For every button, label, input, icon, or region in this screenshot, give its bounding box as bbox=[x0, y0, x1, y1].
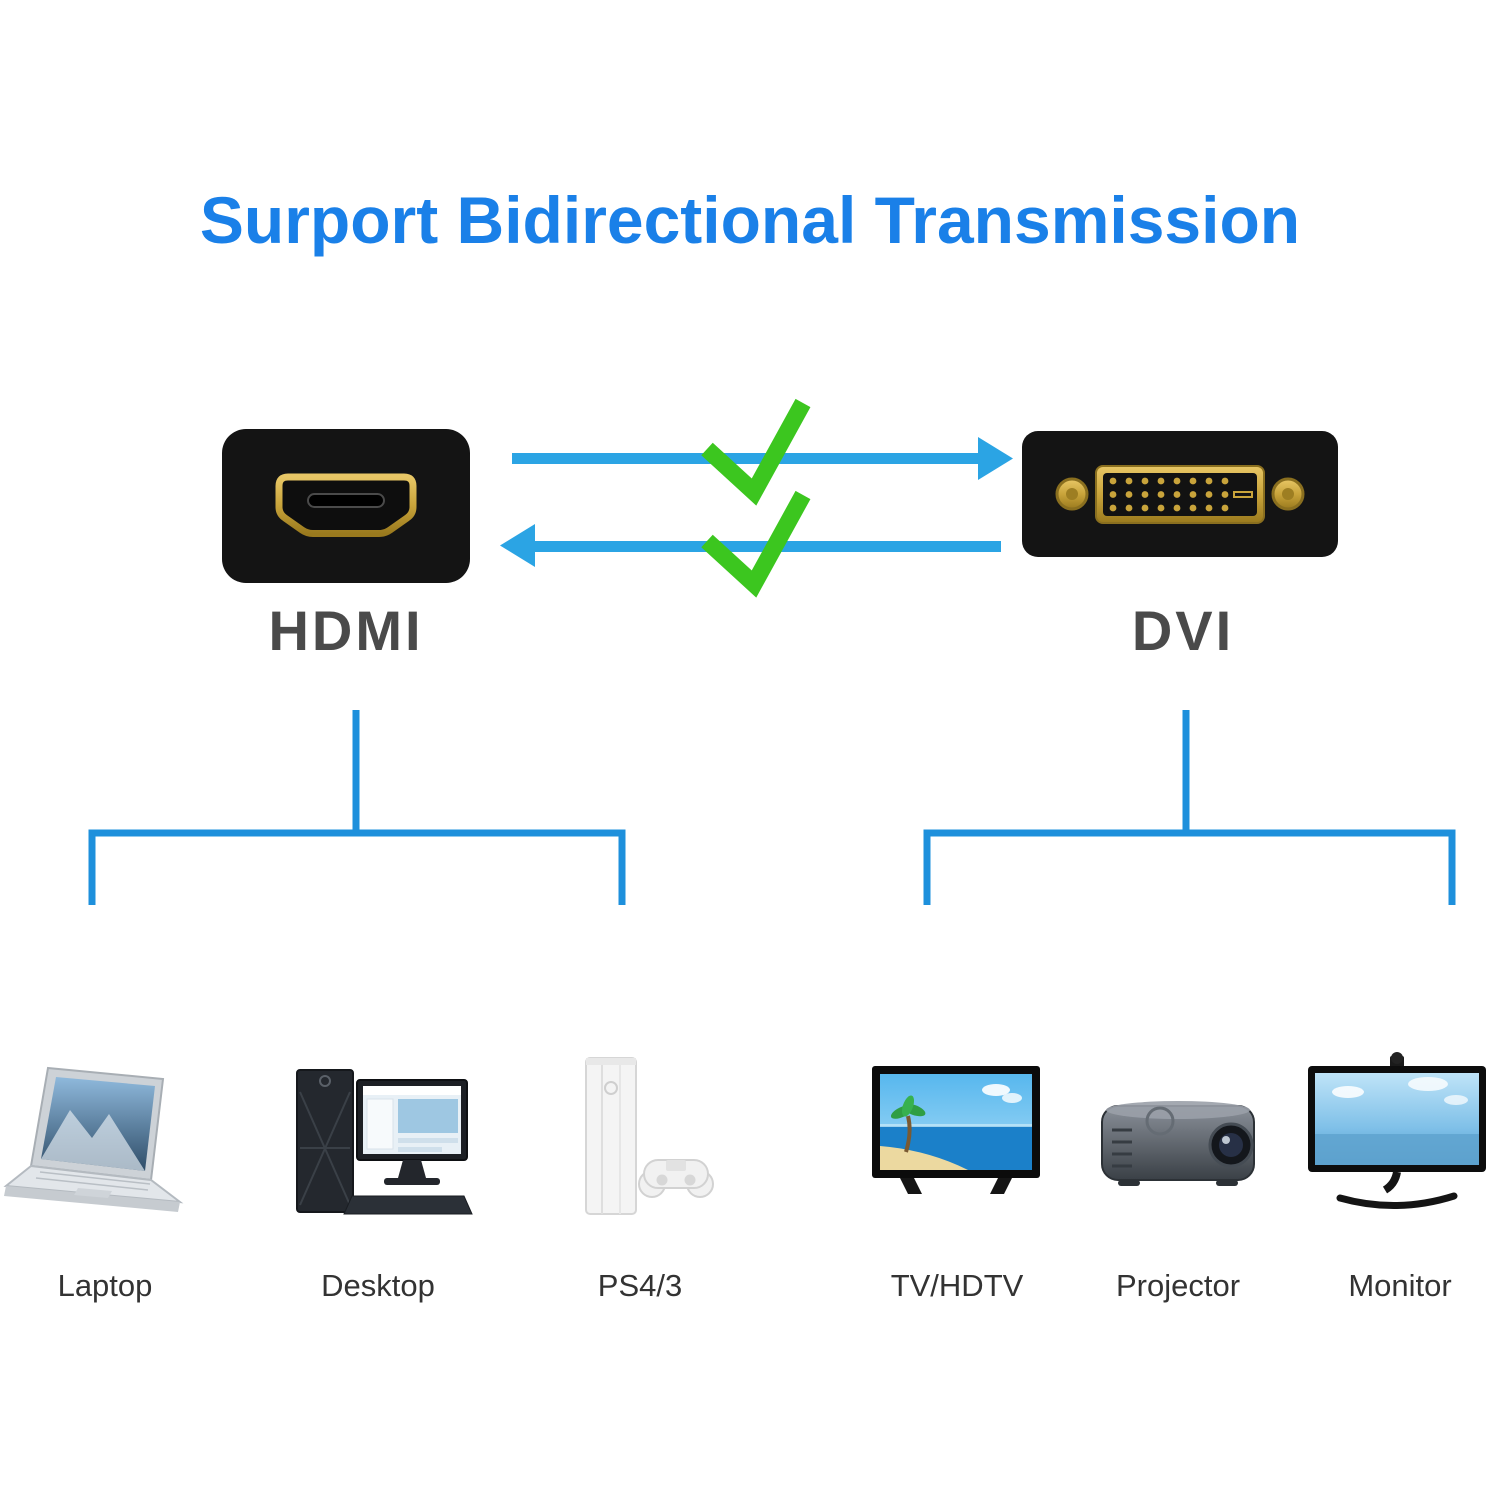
laptop-icon bbox=[3, 1066, 184, 1212]
projector-icon bbox=[1101, 1101, 1255, 1186]
page-title: Surport Bidirectional Transmission bbox=[199, 183, 1301, 257]
dvi-devices-bracket bbox=[923, 710, 1456, 905]
tv-icon bbox=[872, 1066, 1040, 1194]
game-console-icon bbox=[585, 1057, 714, 1215]
projector-label: Projector bbox=[1115, 1268, 1241, 1303]
arrow-left-icon bbox=[500, 524, 1001, 567]
hdmi-connector-icon bbox=[222, 429, 470, 583]
hdmi-devices-bracket bbox=[88, 710, 626, 905]
dvi-label: DVI bbox=[1131, 599, 1235, 662]
tv-label: TV/HDTV bbox=[890, 1268, 1024, 1303]
checkmark-icon bbox=[701, 490, 811, 598]
desktop-icon bbox=[296, 1069, 473, 1215]
monitor-label: Monitor bbox=[1348, 1268, 1452, 1303]
desktop-label: Desktop bbox=[321, 1268, 435, 1303]
monitor-icon bbox=[1308, 1052, 1486, 1210]
hdmi-label: HDMI bbox=[268, 599, 424, 662]
ps4-label: PS4/3 bbox=[597, 1268, 683, 1303]
dvi-connector-icon bbox=[1022, 431, 1338, 557]
laptop-label: Laptop bbox=[57, 1268, 153, 1303]
arrow-right-icon bbox=[512, 437, 1013, 480]
checkmark-icon bbox=[701, 398, 811, 506]
